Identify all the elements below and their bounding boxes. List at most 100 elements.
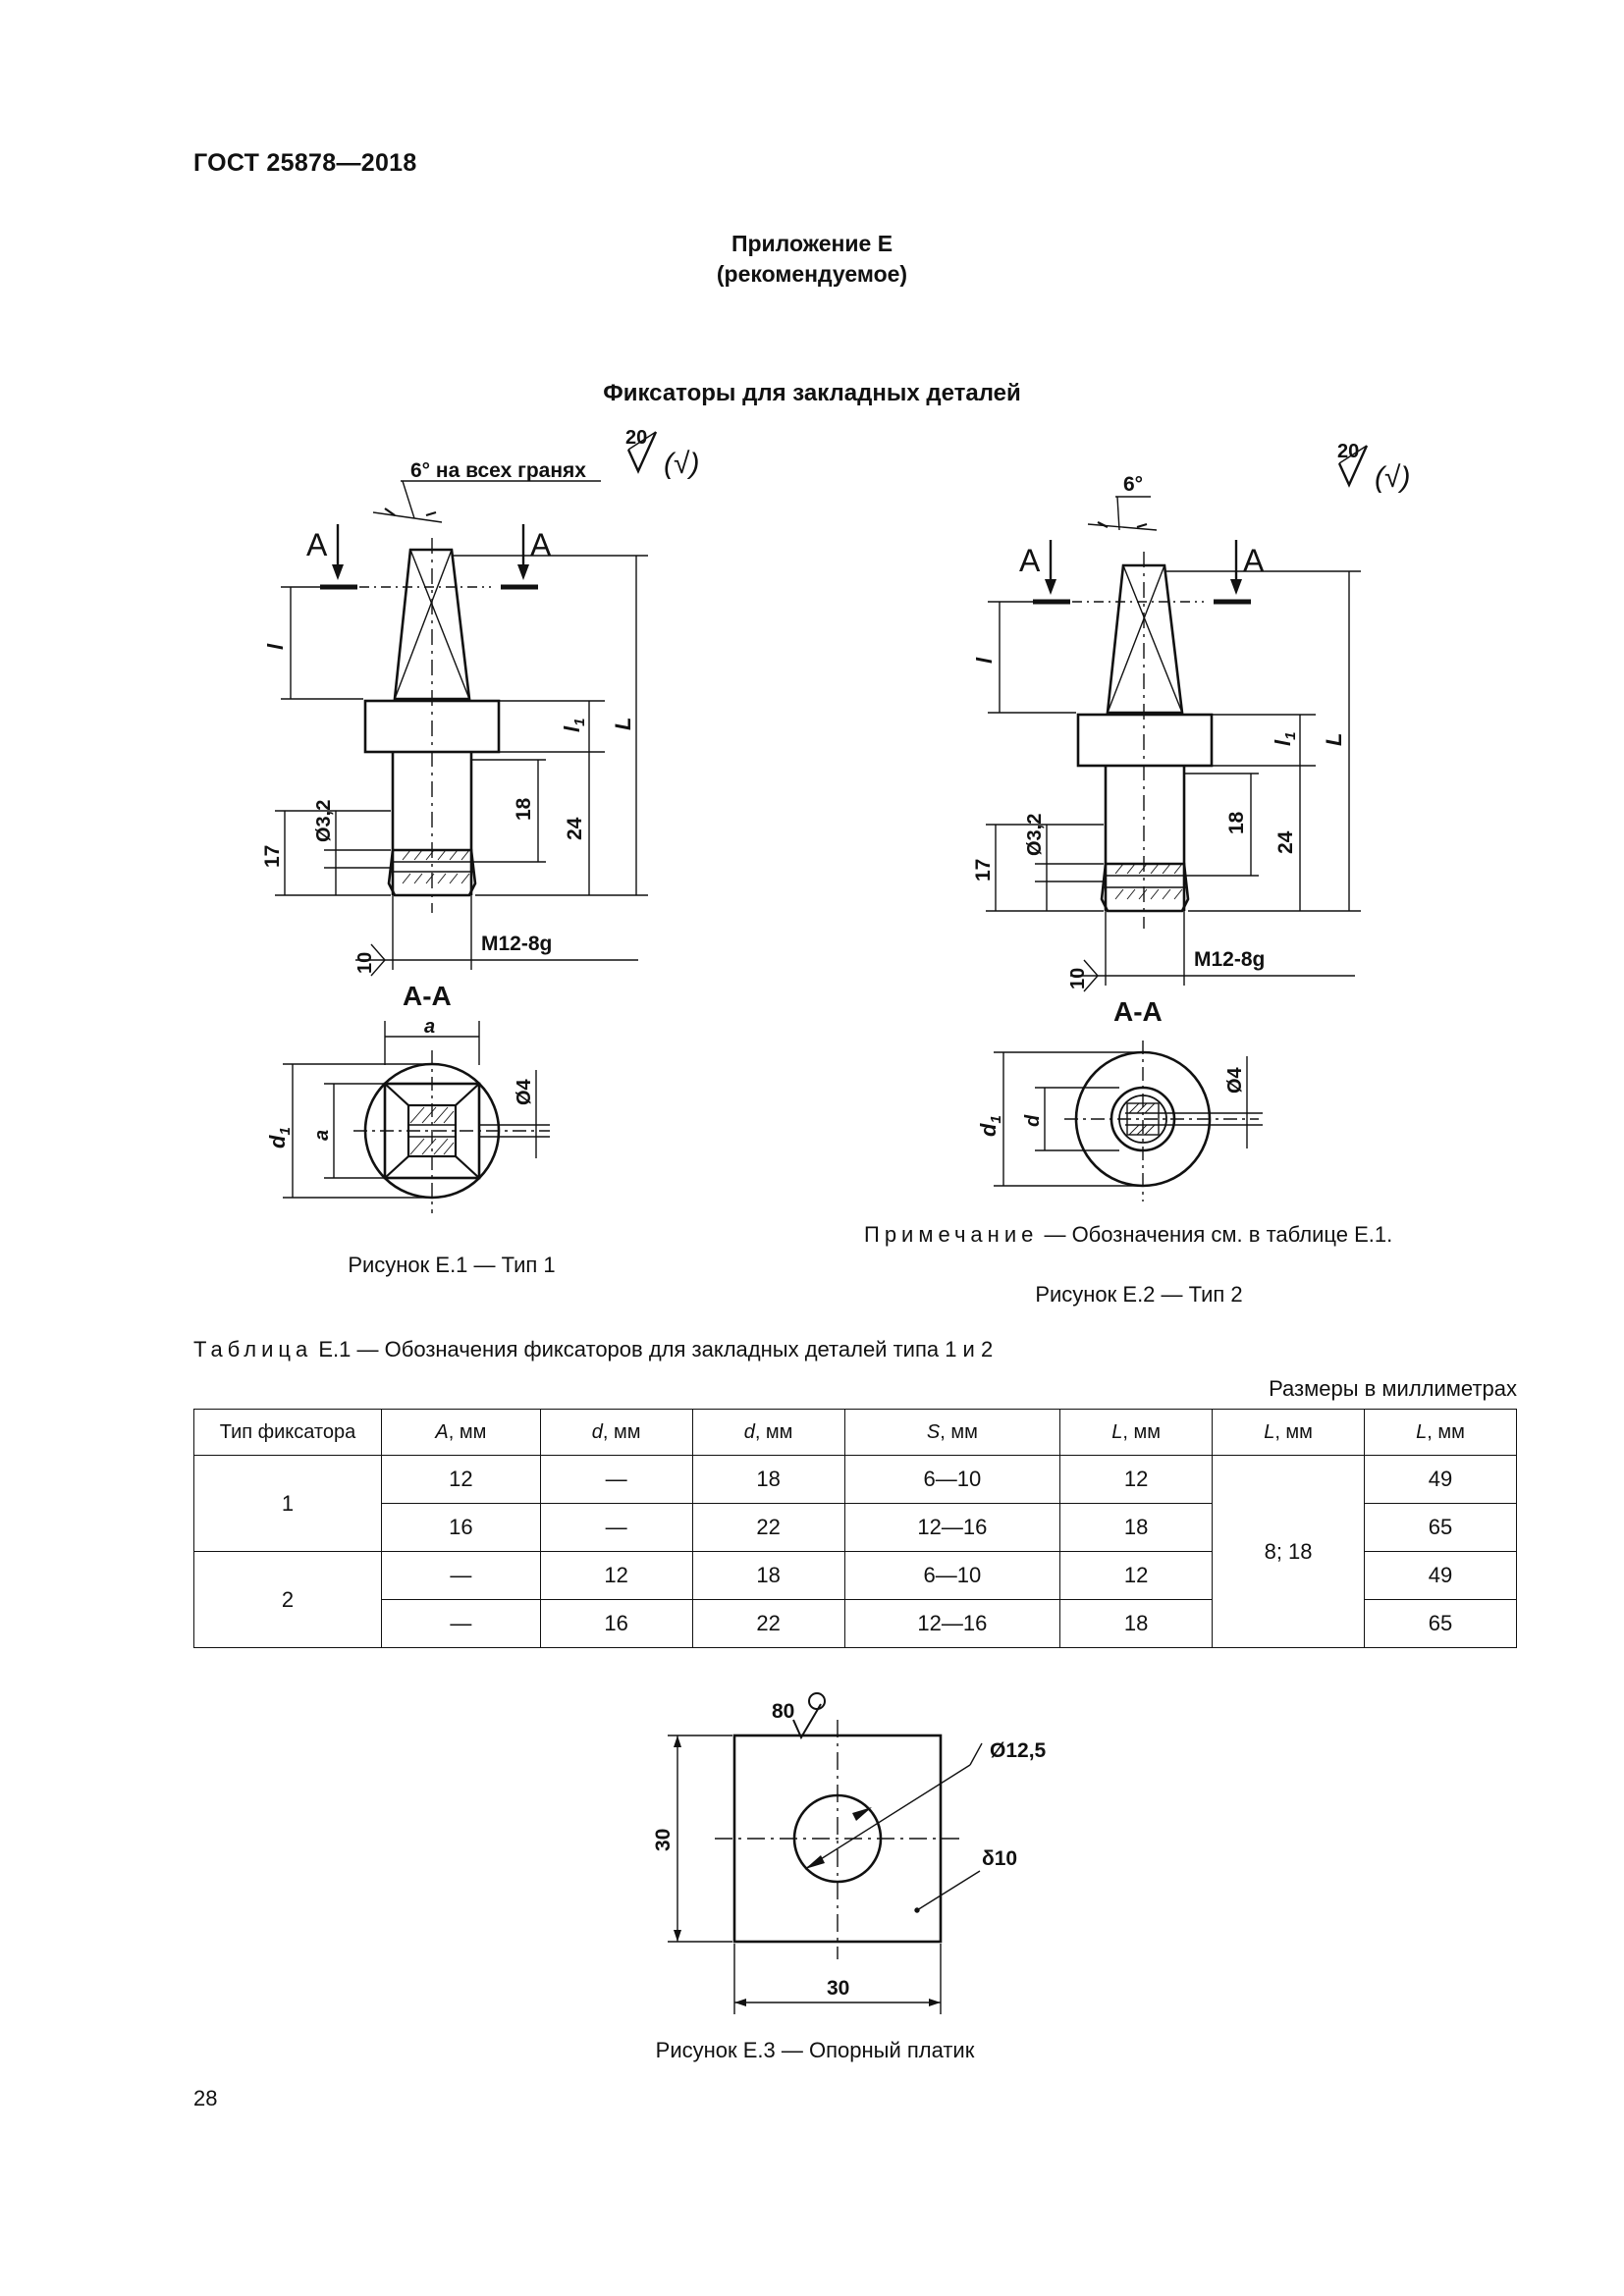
dim-d-2: d	[1022, 1114, 1044, 1127]
table-cell: 12—16	[843, 1599, 1061, 1648]
figure-e2-note: Примечание — Обозначения см. в таблице Е…	[864, 1222, 1392, 1248]
table-cell: 18	[1059, 1503, 1214, 1552]
section-mark-right-2: А	[1243, 543, 1265, 578]
table-cell: —	[381, 1599, 541, 1648]
dim-d1-2: d1	[976, 1115, 1004, 1137]
dim-18: 18	[513, 797, 535, 821]
section-mark-right: А	[530, 527, 552, 562]
table-units: Размеры в миллиметрах	[1269, 1376, 1517, 1401]
dim-24-2: 24	[1274, 830, 1297, 854]
document-header: ГОСТ 25878—2018	[193, 149, 417, 177]
table-row: 2 — 12 18 6—10 12 49	[193, 1551, 1517, 1648]
col-type: Тип фиксатора	[193, 1409, 382, 1456]
table-cell: 65	[1364, 1599, 1517, 1648]
section-mark-left-2: А	[1019, 543, 1041, 578]
dim-24: 24	[564, 817, 586, 840]
dim-dia4: Ø4	[514, 1078, 535, 1105]
note-text: — Обозначения см. в таблице Е.1.	[1038, 1222, 1393, 1247]
table-cell: 22	[691, 1599, 845, 1648]
dim-l1: l1	[560, 719, 588, 732]
table-caption-text: Е.1 — Обозначения фиксаторов для закладн…	[312, 1337, 994, 1362]
table-cell: 12—16	[843, 1503, 1061, 1552]
col-d1: d, мм	[691, 1409, 845, 1456]
col-d: d, мм	[539, 1409, 693, 1456]
figure-e3-drawing: 80 Ø12,5 δ10 30 30	[652, 1692, 1047, 2014]
dim-dia4-2: Ø4	[1224, 1066, 1246, 1094]
figure-e1-drawing: 20 (√) 6° на всех гранях А А	[261, 427, 699, 1213]
col-L1: L, мм	[1059, 1409, 1214, 1456]
hole-diameter: Ø12,5	[990, 1739, 1047, 1762]
dim-a-side: a	[311, 1130, 333, 1141]
plate-height: 30	[652, 1829, 675, 1851]
cell-type: 2	[193, 1551, 382, 1648]
roughness-note: (√)	[664, 448, 699, 480]
thread-label: M12-8g	[481, 933, 552, 955]
appendix-title: Приложение Е (рекомендуемое)	[616, 229, 1008, 290]
col-A: A, мм	[381, 1409, 541, 1456]
appendix-status: (рекомендуемое)	[716, 261, 908, 287]
table-header-row: Тип фиксатора A, мм d, мм d, мм S, мм L,…	[193, 1409, 1517, 1456]
figure-e3-caption: Рисунок Е.3 — Опорный платик	[655, 2038, 975, 2062]
col-L2: L, мм	[1212, 1409, 1366, 1456]
table-cell: 12	[1059, 1551, 1214, 1600]
cell-shared-L: 8; 18	[1212, 1455, 1366, 1648]
plate-roughness: 80	[772, 1700, 794, 1723]
cell-type: 1	[193, 1455, 382, 1552]
section-aa-title-2: А-А	[1113, 996, 1163, 1027]
table-cell: 22	[691, 1503, 845, 1552]
plate-thickness: δ10	[982, 1847, 1017, 1870]
angle-note-2: 6°	[1123, 473, 1143, 496]
fixator-table: Тип фиксатора A, мм d, мм d, мм S, мм L,…	[193, 1409, 1517, 1648]
table-cell: —	[539, 1503, 693, 1552]
table-cell: 49	[1364, 1455, 1517, 1504]
page-number: 28	[193, 2086, 218, 2110]
dim-diameter: Ø3,2	[313, 800, 335, 842]
table-row: 16 — 22 12—16 18 65	[194, 1503, 1517, 1552]
figure-e2-caption: Рисунок Е.2 — Тип 2	[1035, 1282, 1243, 1307]
table-cell: 16	[539, 1599, 693, 1648]
dim-10: 10	[354, 952, 376, 974]
table-row: — 16 22 12—16 18 65	[194, 1599, 1517, 1648]
table-cell: —	[381, 1551, 541, 1600]
dim-L-2: L	[1322, 733, 1346, 746]
dim-10-2: 10	[1067, 968, 1089, 989]
dim-17: 17	[261, 845, 284, 868]
roughness-value-2: 20	[1337, 441, 1359, 462]
appendix-name: Приложение Е	[731, 231, 893, 256]
table-cell: 49	[1364, 1551, 1517, 1600]
col-L3: L, мм	[1364, 1409, 1517, 1456]
section-mark-left: А	[306, 527, 328, 562]
dim-a-top: a	[424, 1016, 435, 1038]
figure-e2-drawing: 20 (√) 6° А А	[972, 441, 1410, 1201]
roughness-value: 20	[625, 427, 647, 449]
section-aa-title: А-А	[403, 981, 452, 1011]
table-cell: 12	[1059, 1455, 1214, 1504]
dim-d1: d1	[265, 1127, 294, 1148]
table-cell: 16	[381, 1503, 541, 1552]
dim-L: L	[611, 718, 635, 730]
dim-l-2: l	[972, 657, 997, 664]
section-title: Фиксаторы для закладных деталей	[603, 380, 1021, 406]
table-cell: 6—10	[843, 1551, 1061, 1600]
table-cell: 18	[691, 1551, 845, 1600]
dim-l1-2: l1	[1271, 732, 1299, 746]
note-label: Примечание	[864, 1222, 1039, 1247]
table-cell: 12	[381, 1455, 541, 1504]
figure-e1-caption: Рисунок Е.1 — Тип 1	[348, 1253, 556, 1277]
table-label: Таблица	[193, 1337, 313, 1362]
table-cell: 18	[1059, 1599, 1214, 1648]
dim-18-2: 18	[1225, 811, 1248, 834]
dim-diameter-2: Ø3,2	[1024, 814, 1046, 856]
table-cell: 18	[691, 1455, 845, 1504]
angle-note: 6° на всех гранях	[410, 459, 586, 482]
table-caption: Таблица Е.1 — Обозначения фиксаторов для…	[193, 1337, 993, 1362]
table-cell: 65	[1364, 1503, 1517, 1552]
thread-label-2: M12-8g	[1194, 948, 1265, 971]
table-row: 1 12 — 18 6—10 12 8; 18 49	[193, 1455, 1517, 1648]
table-cell: —	[539, 1455, 693, 1504]
table-cell: 12	[539, 1551, 693, 1600]
col-S: S, мм	[843, 1409, 1061, 1456]
plate-width: 30	[827, 1977, 849, 2000]
table-cell: 6—10	[843, 1455, 1061, 1504]
roughness-note-2: (√)	[1375, 461, 1410, 494]
